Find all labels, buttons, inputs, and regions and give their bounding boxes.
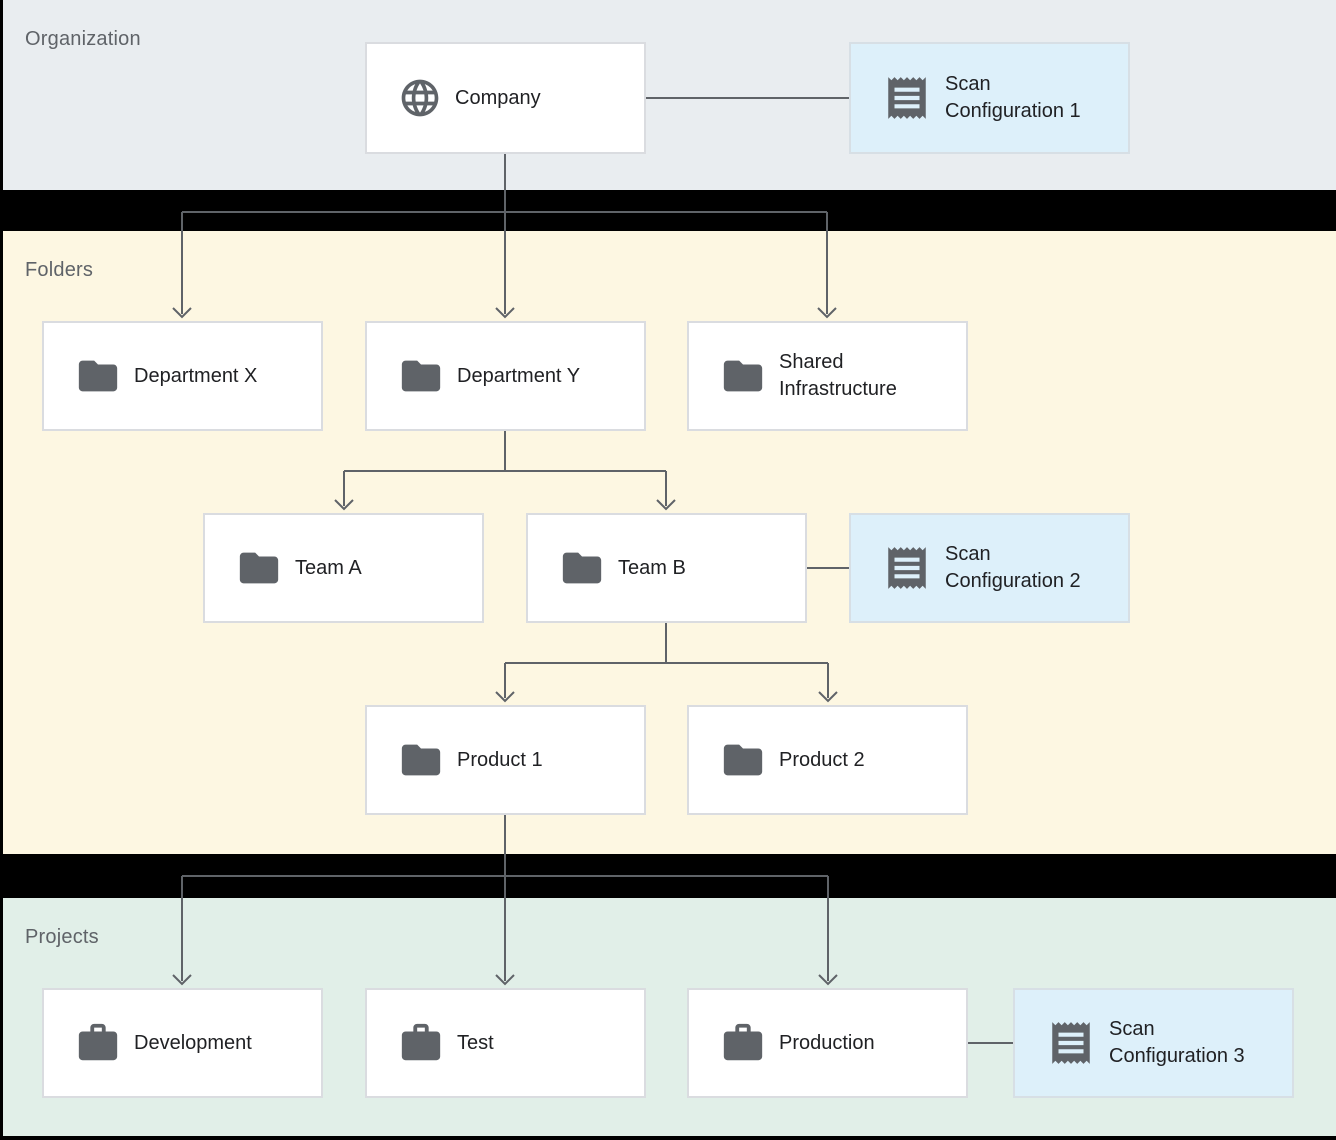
node-label: Team A — [295, 556, 362, 579]
node-shared-infrastructure: Shared Infrastructure — [687, 321, 968, 431]
node-label: Product 2 — [779, 748, 865, 771]
receipt-icon — [888, 77, 926, 119]
node-scan-configuration-3: Scan Configuration 3 — [1013, 988, 1294, 1098]
organization-band-label: Organization — [25, 28, 141, 50]
node-label: Test — [457, 1031, 494, 1054]
node-department-y: Department Y — [365, 321, 646, 431]
node-label: Shared Infrastructure — [779, 351, 897, 400]
node-label: Team B — [618, 556, 686, 579]
folders-band-label: Folders — [25, 259, 94, 281]
folder-icon — [723, 360, 763, 392]
node-team-b: Team B — [526, 513, 807, 623]
node-test: Test — [365, 988, 646, 1098]
node-scan-configuration-2: Scan Configuration 2 — [849, 513, 1130, 623]
node-label: Production — [779, 1031, 875, 1054]
node-label: Development — [134, 1031, 252, 1054]
folder-icon — [723, 744, 763, 776]
node-label: Department X — [134, 364, 258, 387]
briefcase-icon — [723, 1023, 763, 1061]
receipt-icon — [1052, 1022, 1090, 1064]
folder-icon — [239, 552, 279, 584]
folder-icon — [401, 744, 441, 776]
receipt-icon — [888, 547, 926, 589]
node-product-2: Product 2 — [687, 705, 968, 815]
node-department-x: Department X — [42, 321, 323, 431]
globe-icon — [401, 79, 439, 117]
briefcase-icon — [401, 1023, 441, 1061]
node-team-a: Team A — [203, 513, 484, 623]
projects-band-label: Projects — [25, 926, 99, 948]
briefcase-icon — [78, 1023, 118, 1061]
node-label: Scan Configuration 1 — [945, 73, 1081, 122]
node-production: Production — [687, 988, 968, 1098]
node-label: Scan Configuration 3 — [1109, 1018, 1245, 1067]
folder-icon — [78, 360, 118, 392]
folder-icon — [401, 360, 441, 392]
organization-band: Organization — [3, 0, 1336, 190]
folder-icon — [562, 552, 602, 584]
node-scan-configuration-1: Scan Configuration 1 — [849, 42, 1130, 154]
node-label: Scan Configuration 2 — [945, 543, 1081, 592]
node-label: Department Y — [457, 364, 581, 387]
node-label: Company — [455, 86, 541, 109]
node-development: Development — [42, 988, 323, 1098]
node-product-1: Product 1 — [365, 705, 646, 815]
node-company: Company — [365, 42, 646, 154]
node-label: Product 1 — [457, 748, 543, 771]
